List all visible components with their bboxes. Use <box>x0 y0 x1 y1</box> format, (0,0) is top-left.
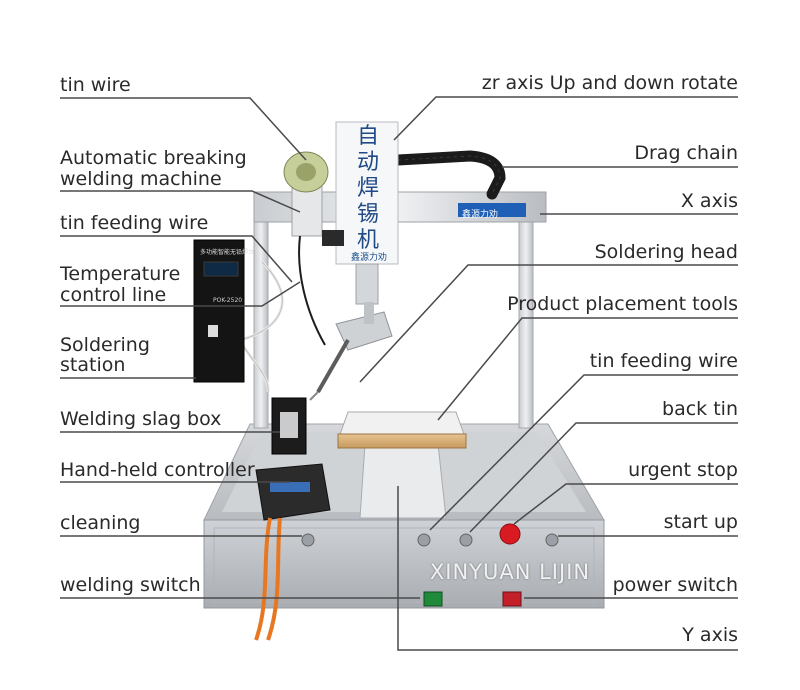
cleaning-button[interactable] <box>301 533 315 547</box>
base-front-inset <box>213 527 595 603</box>
leader-tin-wire <box>60 97 307 161</box>
gantry-left-post <box>253 199 269 429</box>
leader-soldering-head <box>359 264 738 383</box>
label-urgent-stop: urgent stop <box>628 459 738 481</box>
tin-feeding-wire <box>298 235 326 346</box>
urgent-stop-button[interactable] <box>499 523 521 545</box>
watermark: XINYUAN LIJIN <box>429 560 591 584</box>
label-soldering: Soldering <box>60 334 150 356</box>
power-switch-toggle[interactable] <box>502 591 522 607</box>
label-product-placement-tools: Product placement tools <box>507 293 738 315</box>
label-control-line: control line <box>60 284 167 306</box>
label-cleaning: cleaning <box>60 512 141 534</box>
start-up-button[interactable] <box>545 533 559 547</box>
x-axis-brand-text: 鑫源力劝 <box>462 210 499 220</box>
base-front-panel <box>203 519 605 609</box>
label-welding-switch: welding switch <box>60 574 201 596</box>
back-tin-button[interactable] <box>417 533 431 547</box>
label-automatic-breaking: Automatic breaking <box>60 147 247 169</box>
station-display <box>203 261 239 277</box>
label-y-axis: Y axis <box>682 624 738 646</box>
banner-brand: 鑫源力劝 <box>350 253 387 263</box>
leader-back-tin <box>469 422 738 533</box>
x-axis-brand-plate <box>458 203 526 217</box>
leader-lines <box>60 96 738 651</box>
welding-switch-toggle[interactable] <box>423 591 443 607</box>
y-axis-rail <box>359 443 447 519</box>
label-x-axis: X axis <box>680 190 738 212</box>
label-welding-machine: welding machine <box>60 168 222 190</box>
banner-char: 焊 <box>356 176 379 201</box>
leader-tin-feeding-right <box>429 374 738 531</box>
label-tin-wire: tin wire <box>60 74 131 96</box>
leader-temp-line <box>60 281 301 307</box>
leader-y-axis <box>397 486 738 651</box>
banner-char: 机 <box>356 228 379 253</box>
label-temperature: Temperature <box>60 263 181 285</box>
label-tin-feeding-wire-right: tin feeding wire <box>589 350 738 372</box>
leader-zr-axis <box>393 96 738 141</box>
tin-feeding-button[interactable] <box>459 533 473 547</box>
drag-chain <box>392 150 506 200</box>
z-carriage <box>355 263 379 305</box>
label-tin-feeding-wire-left: tin feeding wire <box>60 212 209 234</box>
label-back-tin: back tin <box>662 398 738 420</box>
label-soldering-head: Soldering head <box>594 241 738 263</box>
label-power-switch: power switch <box>612 574 738 596</box>
label-drag-chain: Drag chain <box>634 142 738 164</box>
leader-product-tools <box>437 317 738 421</box>
label-welding-slag-box: Welding slag box <box>60 408 222 430</box>
banner-char: 锡 <box>356 202 379 227</box>
banner-char: 自 <box>356 124 379 149</box>
leader-urgent-stop <box>513 483 738 525</box>
banner-char: 动 <box>356 150 379 175</box>
soldering-station <box>193 239 245 383</box>
label-station: station <box>60 354 126 376</box>
label-zr-axis: zr axis Up and down rotate <box>481 72 738 94</box>
station-title: 多功能智能无铅焊台 <box>200 249 255 256</box>
leader-tin-feeding-left <box>60 235 293 283</box>
banner-vertical-text: 自 动 焊 锡 机 <box>338 124 398 254</box>
station-model: POK-2520 <box>213 297 243 304</box>
label-start-up: start up <box>663 511 738 533</box>
leader-auto-break <box>60 190 301 213</box>
orange-cable <box>254 517 272 641</box>
label-hand-held-controller: Hand-held controller <box>60 459 255 481</box>
